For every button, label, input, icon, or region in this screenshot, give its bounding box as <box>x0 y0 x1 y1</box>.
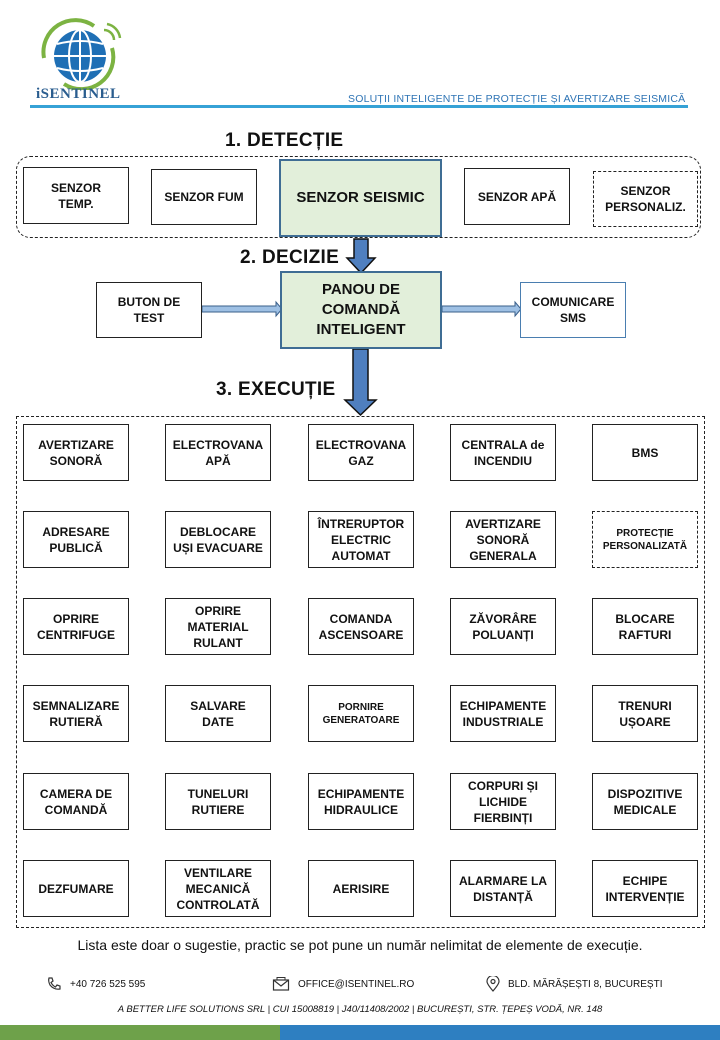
location-pin-icon <box>486 976 500 992</box>
sensor-water: SENZOR APĂ <box>464 168 570 225</box>
execution-item: DEZFUMARE <box>23 860 129 917</box>
execution-item: CAMERA DE COMANDĂ <box>23 773 129 830</box>
execution-item: DISPOZITIVE MEDICALE <box>592 773 698 830</box>
phone-icon <box>48 977 61 990</box>
sms-communication: COMUNICARE SMS <box>520 282 626 338</box>
arrow-test-to-panel <box>201 300 283 318</box>
sensor-seismic: SENZOR SEISMIC <box>279 159 442 237</box>
execution-item: ELECTROVANA GAZ <box>308 424 414 481</box>
contact-phone: +40 726 525 595 <box>46 976 145 992</box>
execution-item: PORNIRE GENERATOARE <box>308 685 414 742</box>
execution-item: DEBLOCARE UȘI EVACUARE <box>165 511 271 568</box>
execution-item: CENTRALA de INCENDIU <box>450 424 556 481</box>
arrow-seismic-to-panel <box>345 238 377 275</box>
logo-text: iSENTINEL <box>36 86 121 102</box>
arrow-panel-to-sms <box>441 300 522 318</box>
sensor-custom: SENZOR PERSONALIZ. <box>593 171 698 227</box>
execution-item: TUNELURI RUTIERE <box>165 773 271 830</box>
execution-item: OPRIRE CENTRIFUGE <box>23 598 129 655</box>
execution-item: AVERTIZARE SONORĂ <box>23 424 129 481</box>
email-text[interactable]: OFFICE@ISENTINEL.RO <box>298 978 415 990</box>
heading-detection: 1. DETECȚIE <box>225 130 344 151</box>
execution-item: AVERTIZARE SONORĂ GENERALA <box>450 511 556 568</box>
email-icon <box>272 977 290 991</box>
logo: iSENTINEL <box>34 18 124 104</box>
execution-item: PROTECȚIE PERSONALIZATĂ <box>592 511 698 568</box>
execution-item: CORPURI ȘI LICHIDE FIERBINȚI <box>450 773 556 830</box>
heading-decision: 2. DECIZIE <box>240 247 340 268</box>
test-button-box: BUTON DE TEST <box>96 282 202 338</box>
execution-item: BMS <box>592 424 698 481</box>
execution-item: BLOCARE RAFTURI <box>592 598 698 655</box>
phone-text[interactable]: +40 726 525 595 <box>70 978 146 990</box>
header-divider <box>30 105 688 108</box>
execution-group <box>16 416 705 928</box>
sensor-temp: SENZOR TEMP. <box>23 167 129 224</box>
company-footer: A BETTER LIFE SOLUTIONS SRL | CUI 150088… <box>117 1004 603 1015</box>
execution-item: SALVARE DATE <box>165 685 271 742</box>
execution-item: ECHIPE INTERVENȚIE <box>592 860 698 917</box>
heading-execution: 3. EXECUȚIE <box>216 379 336 400</box>
flow-arrows <box>201 238 522 417</box>
footer-bar-blue <box>280 1025 720 1040</box>
sensor-smoke: SENZOR FUM <box>151 169 257 225</box>
execution-item: ALARMARE LA DISTANȚĂ <box>450 860 556 917</box>
contact-email: OFFICE@ISENTINEL.RO <box>272 976 414 992</box>
contact-address: BLD. MĂRĂȘEȘTI 8, BUCUREȘTI <box>486 976 662 992</box>
detection-group <box>16 156 701 238</box>
arrow-panel-to-execution <box>343 348 378 417</box>
execution-item: ADRESARE PUBLICĂ <box>23 511 129 568</box>
execution-item: ECHIPAMENTE INDUSTRIALE <box>450 685 556 742</box>
execution-item: ÎNTRERUPTOR ELECTRIC AUTOMAT <box>308 511 414 568</box>
execution-item: SEMNALIZARE RUTIERĂ <box>23 685 129 742</box>
execution-item: OPRIRE MATERIAL RULANT <box>165 598 271 655</box>
control-panel: PANOU DE COMANDĂ INTELIGENT <box>280 271 442 349</box>
execution-item: TRENURI UȘOARE <box>592 685 698 742</box>
execution-item: AERISIRE <box>308 860 414 917</box>
address-text: BLD. MĂRĂȘEȘTI 8, BUCUREȘTI <box>508 978 663 990</box>
tagline: SOLUȚII INTELIGENTE DE PROTECȚIE ȘI AVER… <box>348 93 686 105</box>
execution-item: ELECTROVANA APĂ <box>165 424 271 481</box>
footer-bar-green <box>0 1025 280 1040</box>
footnote: Lista este doar o sugestie, practic se p… <box>77 937 643 953</box>
execution-item: ZĂVORÂRE POLUANȚI <box>450 598 556 655</box>
globe-logo-icon <box>41 18 122 90</box>
execution-item: COMANDA ASCENSOARE <box>308 598 414 655</box>
execution-item: VENTILARE MECANICĂ CONTROLATĂ <box>165 860 271 917</box>
execution-item: ECHIPAMENTE HIDRAULICE <box>308 773 414 830</box>
